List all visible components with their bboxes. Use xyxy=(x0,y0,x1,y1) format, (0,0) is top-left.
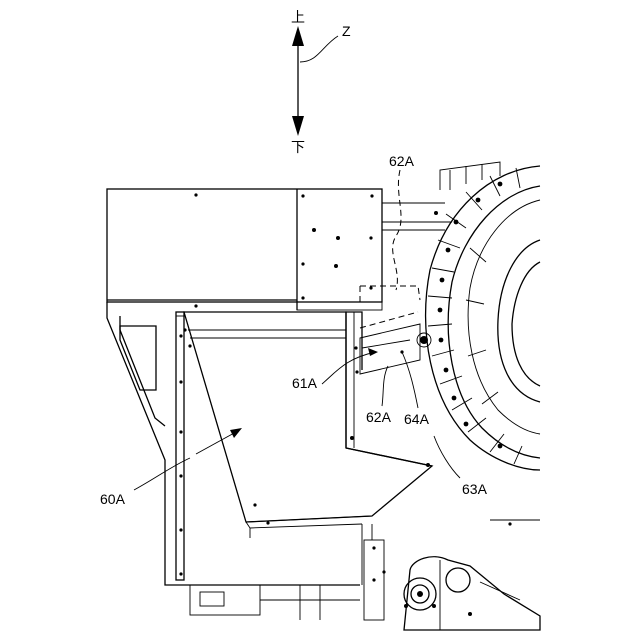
label-64a: 64A xyxy=(404,411,430,427)
axis-label: Z xyxy=(342,23,351,39)
side-window xyxy=(120,326,156,390)
bottom-machinery xyxy=(190,520,540,630)
up-label: 上 xyxy=(291,10,305,26)
down-arrowhead xyxy=(292,116,304,136)
direction-indicator: 上 下 Z xyxy=(291,10,351,156)
leader-63a xyxy=(434,436,460,478)
label-62a-mid: 62A xyxy=(366,409,392,425)
down-label: 下 xyxy=(291,140,305,156)
drum xyxy=(417,162,540,470)
label-61a: 61A xyxy=(292,375,318,391)
upper-housing xyxy=(107,189,452,310)
label-63a: 63A xyxy=(462,481,488,497)
left-frame xyxy=(107,302,360,585)
leader-64a xyxy=(402,352,418,408)
arrow-60a-shaft xyxy=(196,432,236,454)
label-62a-top: 62A xyxy=(389,153,415,169)
leader-60a xyxy=(134,458,190,490)
leader-62a-mid xyxy=(382,366,388,406)
up-arrowhead xyxy=(292,26,304,46)
label-60a: 60A xyxy=(100,491,126,507)
axis-leader xyxy=(300,36,338,62)
leader-61a xyxy=(322,352,376,384)
duct-62a xyxy=(360,170,420,374)
chute-60a xyxy=(184,312,432,585)
drum-hub-bolt xyxy=(420,336,428,344)
